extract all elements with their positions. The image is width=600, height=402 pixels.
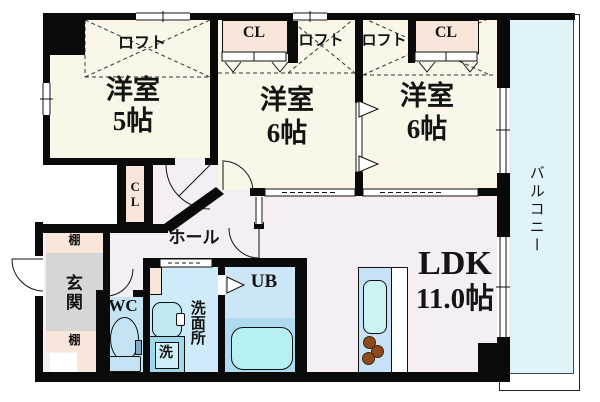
wall-room2-door-post: [250, 188, 265, 196]
entrance-label: 玄関: [62, 274, 82, 312]
toilet-tank: [107, 356, 141, 372]
washer-box: [155, 342, 179, 369]
room1-name: 洋室: [106, 75, 160, 105]
bathtub: [231, 327, 293, 370]
wall-top-left-block: [43, 13, 85, 55]
wall-room2-room3-lower: [355, 172, 363, 196]
wall-washroom-bath: [218, 267, 225, 372]
wall-entrance-right: [103, 224, 110, 372]
room3-closet-label: CL: [434, 24, 458, 41]
void-area-left: [43, 165, 117, 224]
wall-ldk-step: [478, 343, 497, 378]
ldk-size: 11.0帖: [415, 283, 495, 315]
toilet-handle: [135, 340, 142, 355]
void-area-bottom-left: [50, 353, 77, 372]
room2-size: 6帖: [266, 118, 308, 148]
balcony-label: バルコニー: [527, 165, 544, 255]
entrance-shelf-top-label: 棚: [68, 233, 81, 247]
washroom-faucet: [176, 313, 185, 326]
wall-right-upper: [497, 13, 510, 88]
wall-wc-washroom: [143, 267, 150, 372]
entrance-floor: [46, 253, 103, 331]
hall-closet: [126, 166, 144, 222]
toilet-bowl: [110, 317, 139, 361]
wall-bath-right: [295, 258, 307, 372]
wall-right-lower: [497, 337, 510, 378]
wall-washroom-top: [143, 258, 307, 267]
room3-loft-label: ロフト: [361, 33, 407, 49]
entrance-door-gap: [34, 256, 44, 296]
room3-size: 6帖: [406, 114, 448, 144]
wall-wc-top-b: [133, 290, 150, 297]
room2-loft-label: ロフト: [298, 33, 344, 49]
bath-door-gap: [218, 275, 225, 295]
ldk-name: LDK: [418, 245, 492, 282]
wall-left-upper: [43, 13, 50, 165]
wall-hall-ldk-post: [254, 222, 264, 229]
wall-entrance-top: [35, 224, 168, 233]
washroom-label: 洗面所: [188, 299, 205, 345]
balcony-floor: [508, 19, 574, 374]
wall-right-middle: [497, 173, 510, 237]
entrance-step: [77, 352, 96, 372]
washer-label: 洗: [159, 346, 173, 361]
wall-wc-left: [96, 290, 103, 372]
wall-left-lower: [35, 222, 43, 382]
hall-label: ホール: [168, 228, 220, 247]
entrance-shelf-top: [46, 231, 103, 253]
wall-room2-room3-upper: [355, 13, 363, 103]
entrance-shelf-bottom-label: 棚: [68, 333, 81, 347]
room3-name: 洋室: [400, 81, 454, 111]
bath-label: UB: [250, 271, 278, 292]
wall-bottom: [43, 372, 510, 382]
wall-ldk-track-post: [478, 188, 497, 196]
hall-closet-label: CL: [127, 179, 143, 209]
entrance-shelf-bottom: [46, 331, 103, 352]
wall-room1-bottom-a: [43, 158, 175, 165]
stove-burner-3: [362, 352, 375, 365]
room1-loft-label: ロフト: [117, 35, 166, 52]
room1-size: 5帖: [112, 106, 154, 136]
kitchen-sink: [363, 280, 387, 334]
wall-wc-top-a: [96, 290, 107, 297]
wall-top: [43, 13, 575, 20]
room2-closet-label: CL: [242, 24, 266, 41]
room2-name: 洋室: [260, 85, 314, 115]
wall-room1-room2: [210, 13, 218, 165]
wc-label: WC: [108, 296, 138, 315]
